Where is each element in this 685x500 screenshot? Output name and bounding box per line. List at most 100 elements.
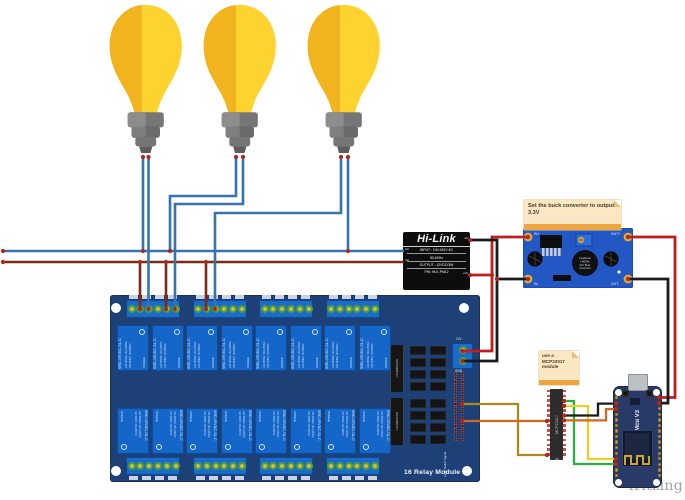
signal-header-pin[interactable]	[453, 406, 457, 411]
signal-header-pin[interactable]	[460, 419, 464, 424]
terminal-block[interactable]	[325, 457, 380, 480]
light-bulb-1[interactable]	[110, 5, 182, 153]
terminal-screw[interactable]	[171, 305, 180, 313]
terminal-screw[interactable]	[278, 462, 287, 470]
signal-header-pin[interactable]	[460, 411, 464, 415]
terminal-screw[interactable]	[145, 462, 154, 470]
nodemcu-pin-right[interactable]	[657, 451, 661, 455]
terminal-screw[interactable]	[269, 305, 278, 313]
terminal-screw[interactable]	[335, 305, 344, 313]
nodemcu-pin-right[interactable]	[657, 423, 661, 428]
terminal-screw[interactable]	[371, 462, 379, 470]
terminal-screw[interactable]	[327, 305, 335, 313]
terminal-screw[interactable]	[145, 305, 154, 313]
signal-header-pin[interactable]	[453, 428, 457, 433]
signal-header-pin[interactable]	[453, 437, 457, 441]
terminal-screw[interactable]	[211, 305, 220, 313]
terminal-screw[interactable]	[278, 305, 287, 313]
mcp-pin-left[interactable]	[546, 423, 550, 427]
mcp-pin-left[interactable]	[546, 448, 550, 452]
nodemcu-pin-left[interactable]	[614, 451, 618, 455]
terminal-screw[interactable]	[344, 305, 353, 313]
signal-header-pin[interactable]	[460, 389, 464, 393]
nodemcu-pin-left[interactable]	[614, 473, 618, 478]
nodemcu-pin-right[interactable]	[657, 396, 661, 400]
signal-header-pin[interactable]	[453, 415, 457, 419]
terminal-screw[interactable]	[194, 462, 202, 470]
nodemcu-pin-right[interactable]	[657, 457, 661, 461]
buck-setting-note[interactable]: Set the buck converter to output 3.3V	[524, 200, 621, 230]
terminal-screw[interactable]	[238, 305, 246, 313]
flash-button[interactable]	[646, 390, 653, 397]
terminal-screw[interactable]	[136, 462, 145, 470]
buck-converter-module[interactable]: IN+ IN- OUT+ OUT- KeaRunal LM259x N/C Bu…	[523, 228, 633, 288]
terminal-screw[interactable]	[260, 305, 269, 313]
terminal-screw[interactable]	[136, 305, 145, 313]
terminal-screw[interactable]	[162, 462, 171, 470]
terminal-screw[interactable]	[153, 305, 162, 313]
nodemcu-pin-right[interactable]	[657, 445, 661, 450]
light-bulb-2[interactable]	[204, 5, 276, 153]
mcp-pin-right[interactable]	[562, 428, 566, 432]
terminal-screw[interactable]	[162, 305, 171, 313]
nodemcu-pin-left[interactable]	[614, 423, 618, 428]
terminal-screw[interactable]	[295, 305, 304, 313]
nodemcu-pin-right[interactable]	[657, 440, 661, 444]
nodemcu-pin-right[interactable]	[657, 418, 661, 422]
nodemcu-pin-left[interactable]	[614, 462, 618, 466]
power-screw-12v[interactable]	[458, 346, 467, 354]
nodemcu-pin-left[interactable]	[614, 445, 618, 450]
mcp-pin-right[interactable]	[562, 419, 566, 422]
terminal-screw[interactable]	[353, 305, 362, 313]
terminal-screw[interactable]	[362, 305, 371, 313]
signal-header-pin[interactable]	[460, 415, 464, 419]
terminal-screw[interactable]	[286, 305, 295, 313]
terminal-screw[interactable]	[153, 462, 162, 470]
nodemcu-pin-left[interactable]	[614, 457, 618, 461]
terminal-screw[interactable]	[202, 305, 211, 313]
terminal-screw[interactable]	[304, 462, 313, 470]
mcp-pin-right[interactable]	[562, 409, 566, 412]
signal-header-pin[interactable]	[453, 424, 457, 428]
terminal-screw[interactable]	[220, 462, 229, 470]
terminal-screw[interactable]	[344, 462, 353, 470]
terminal-screw[interactable]	[238, 462, 246, 470]
nodemcu-pin-right[interactable]	[657, 434, 661, 439]
nodemcu-pin-right[interactable]	[657, 468, 661, 472]
power-screw-gnd[interactable]	[458, 356, 467, 365]
terminal-screw[interactable]	[194, 305, 202, 313]
mcp-note[interactable]: use a MCP23017 module	[539, 351, 579, 385]
mcp-pin-left[interactable]	[546, 443, 550, 447]
mcp-pin-left[interactable]	[546, 438, 550, 442]
signal-header-pin[interactable]	[453, 384, 457, 389]
terminal-screw[interactable]	[220, 305, 229, 313]
signal-header-pin[interactable]	[453, 380, 457, 384]
nodemcu-pin-left[interactable]	[614, 429, 618, 433]
mcp23017-chip[interactable]: MCP23017	[544, 387, 568, 462]
mcp-pin-right[interactable]	[562, 394, 566, 398]
terminal-screw[interactable]	[127, 462, 136, 470]
terminal-screw[interactable]	[229, 462, 238, 470]
mcp-pin-left[interactable]	[546, 394, 550, 398]
terminal-screw[interactable]	[353, 462, 362, 470]
nodemcu-pin-left[interactable]	[614, 434, 618, 439]
mcp-pin-left[interactable]	[546, 404, 550, 408]
nodemcu-pin-left[interactable]	[614, 396, 618, 400]
nodemcu-board[interactable]: NodeMcu V3 Lolin	[613, 372, 663, 490]
mcp-pin-right[interactable]	[562, 399, 566, 403]
terminal-screw[interactable]	[229, 305, 238, 313]
signal-header-pin[interactable]	[460, 397, 464, 402]
mcp-pin-left[interactable]	[546, 414, 550, 417]
terminal-block[interactable]	[126, 457, 180, 480]
